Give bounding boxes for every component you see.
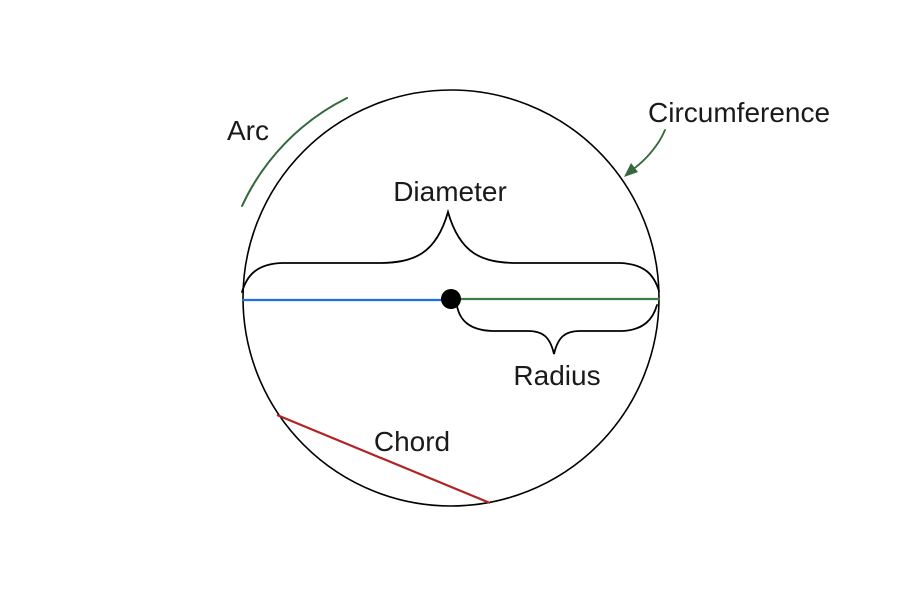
- circumference-arrowhead-icon: [624, 163, 638, 177]
- circumference-arrow: [628, 129, 666, 173]
- radius-label: Radius: [513, 360, 600, 391]
- arc-highlight: [241, 97, 348, 207]
- chord-line: [276, 413, 491, 505]
- circumference-label: Circumference: [648, 97, 830, 128]
- radius-brace: [456, 304, 658, 355]
- diameter-label: Diameter: [393, 176, 507, 207]
- arc-label: Arc: [227, 115, 269, 146]
- diameter-brace: [241, 208, 660, 293]
- chord-label: Chord: [374, 426, 450, 457]
- center-point: [441, 289, 461, 309]
